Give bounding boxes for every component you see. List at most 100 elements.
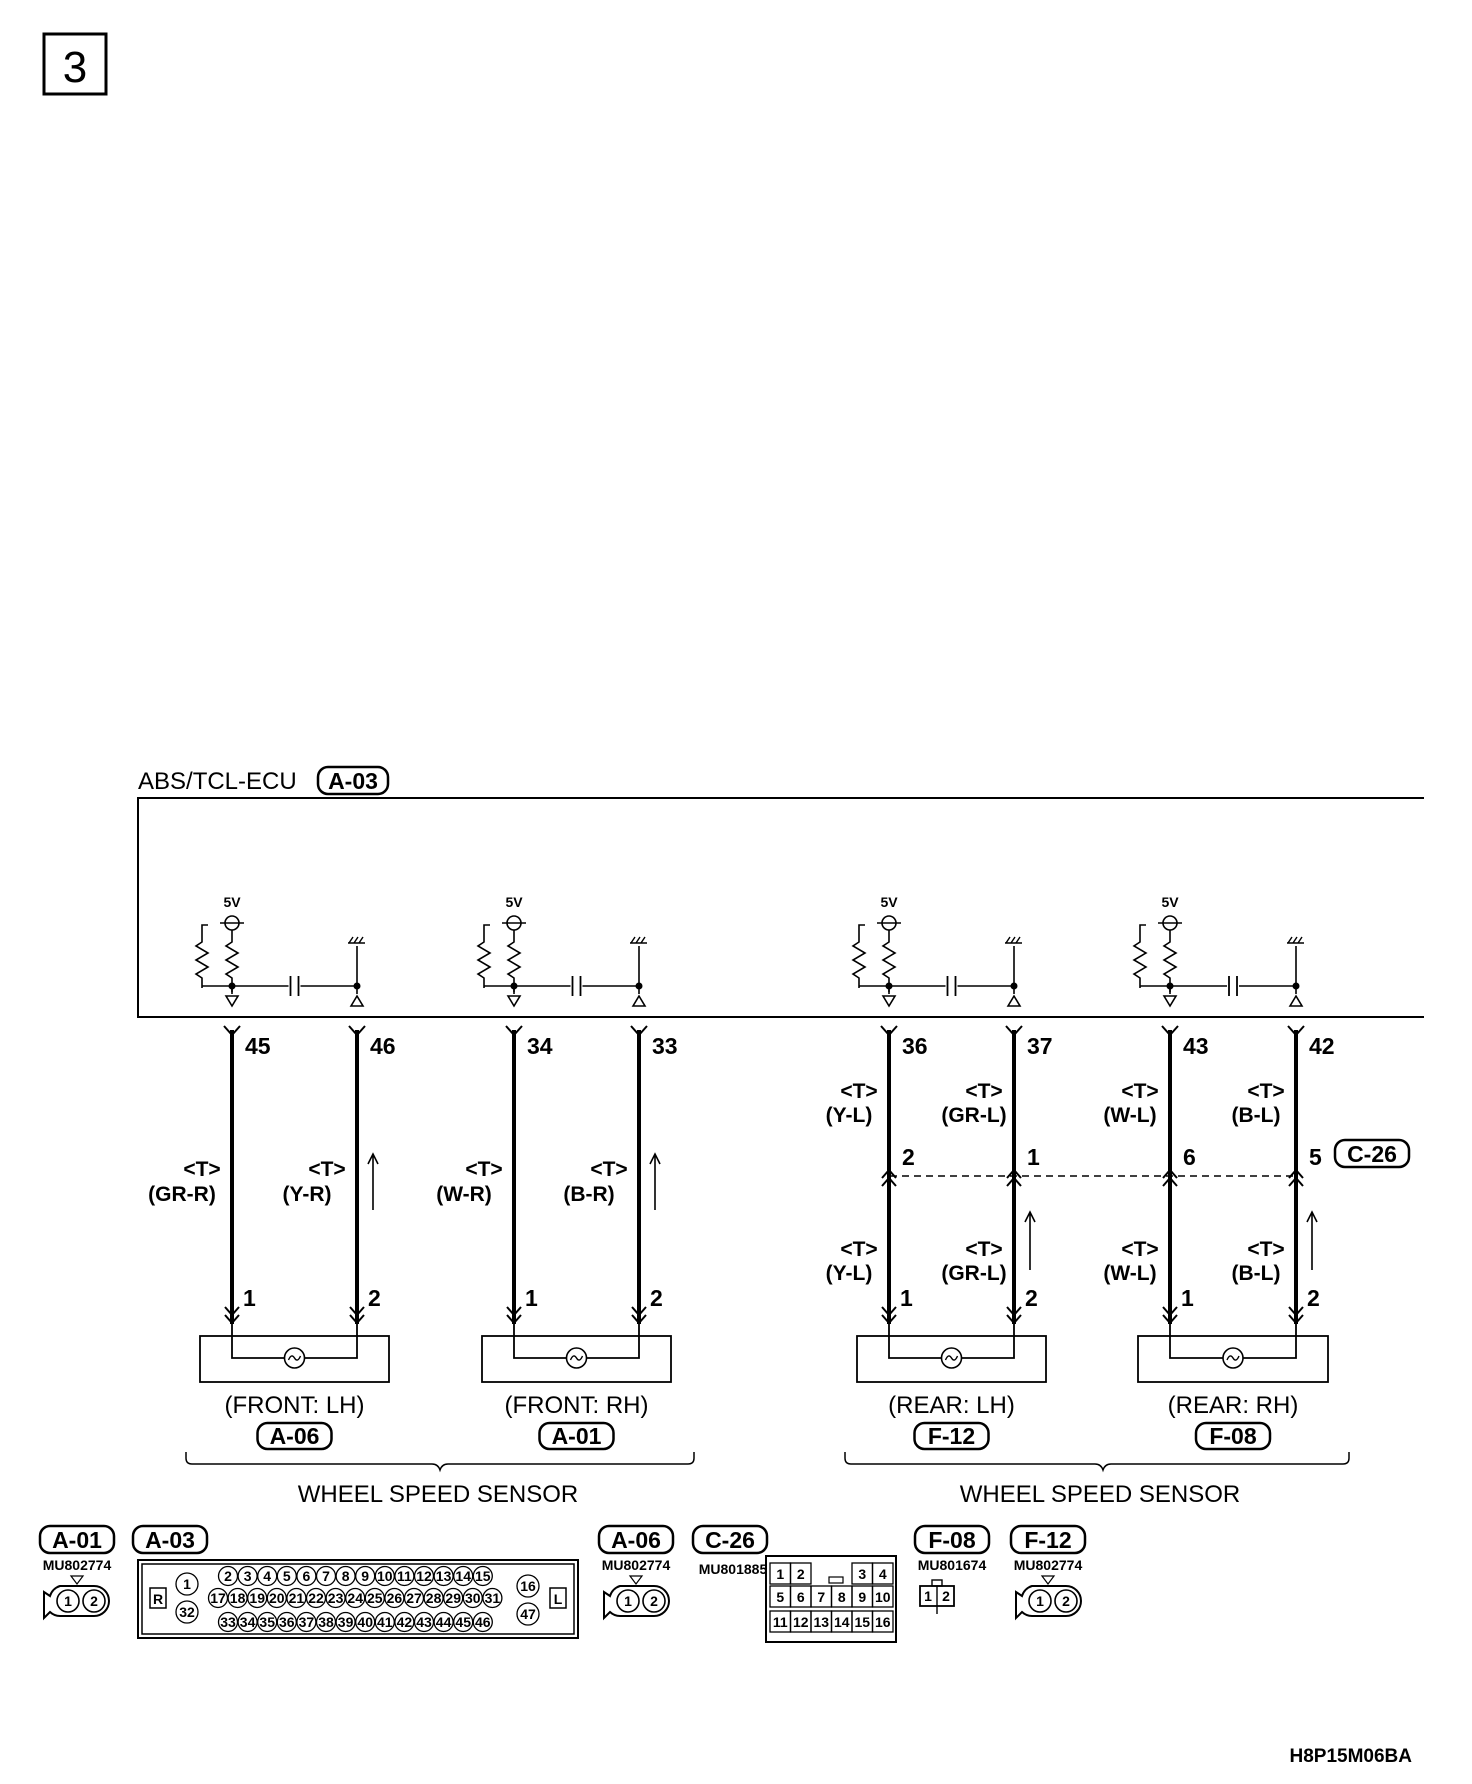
pin-number: 8: [342, 1568, 350, 1584]
wire-color-label: (GR-L): [941, 1104, 1006, 1127]
pin-number: 16: [875, 1614, 891, 1630]
pin-number: 41: [377, 1614, 393, 1630]
pin-number: 47: [520, 1606, 536, 1622]
wire-t-label: <T>: [590, 1158, 627, 1181]
pin-number: 12: [793, 1614, 809, 1630]
svg-text:A-03: A-03: [145, 1527, 195, 1553]
pin-number: 17: [210, 1590, 226, 1606]
svg-text:2: 2: [942, 1588, 950, 1604]
pin-number: 6: [797, 1589, 805, 1605]
wire-color-label: (W-R): [436, 1183, 492, 1206]
wire-t-label: <T>: [308, 1158, 345, 1181]
pin-cavity: [482, 1587, 503, 1609]
svg-text:C-26: C-26: [705, 1527, 755, 1553]
page-number: 3: [63, 43, 87, 92]
page-number-box: [42, 32, 108, 96]
wire-t-label: <T>: [840, 1080, 877, 1103]
pin-number: 15: [475, 1568, 491, 1584]
wire-color-label: (B-R): [563, 1183, 614, 1206]
svg-text:1: 1: [1036, 1593, 1044, 1609]
ecu-pin-label: 46: [370, 1033, 396, 1059]
svg-text:A-06: A-06: [611, 1527, 661, 1553]
channel-4: 5V431422<T>(W-L)<T>(W-L)6<T>(B-L)<T>(B-L…: [1103, 894, 1335, 1451]
wire-t-label: <T>: [965, 1080, 1002, 1103]
wire-color-label: (W-L): [1103, 1262, 1156, 1285]
svg-text:1: 1: [924, 1588, 932, 1604]
supply-5v-label: 5V: [505, 894, 523, 910]
svg-text:2: 2: [650, 1593, 658, 1609]
sensor-pin-label: 1: [900, 1285, 913, 1311]
wire-color-label: (B-L): [1232, 1104, 1281, 1127]
supply-5v-label: 5V: [880, 894, 898, 910]
pin-cavity: [516, 1574, 540, 1598]
junction-pin-label: 1: [1027, 1144, 1040, 1170]
wheel-speed-sensor-box: [1137, 1335, 1329, 1383]
pin-number: 13: [436, 1568, 452, 1584]
pin-number: 26: [387, 1590, 403, 1606]
wire-t-label: <T>: [1121, 1080, 1158, 1103]
wire-color-label: (Y-R): [283, 1183, 332, 1206]
pin-number: 10: [377, 1568, 393, 1584]
ecu-pin-label: 36: [902, 1033, 928, 1059]
rear-sensor-group-label: WHEEL SPEED SENSOR: [960, 1481, 1241, 1508]
pin-number: 14: [834, 1614, 850, 1630]
ecu-label: ABS/TCL-ECU: [138, 768, 297, 795]
ecu-connector-label: A-03: [328, 768, 378, 794]
pin-number: 42: [397, 1614, 413, 1630]
ecu-pin-label: 37: [1027, 1033, 1053, 1059]
junction-pin-label: 2: [902, 1144, 915, 1170]
wire-t-label: <T>: [965, 1238, 1002, 1261]
pin-number: 11: [397, 1568, 412, 1584]
ecu-box: [137, 797, 1424, 1018]
pin-number: 19: [249, 1590, 265, 1606]
ecu-pin-label: 43: [1183, 1033, 1209, 1059]
svg-text:L: L: [554, 1591, 563, 1607]
sensor-pin-label: 2: [650, 1285, 663, 1311]
c26-junction-label: C-26: [1347, 1141, 1397, 1167]
pin-number: 6: [303, 1568, 311, 1584]
pin-number: 7: [322, 1568, 330, 1584]
pin-cavity: [516, 1602, 540, 1626]
wire-t-label: <T>: [1247, 1080, 1284, 1103]
pin-number: 29: [445, 1590, 461, 1606]
pin-number: 31: [485, 1590, 501, 1606]
ecu-pin-label: 33: [652, 1033, 678, 1059]
connector-view-a06: A-06 MU802774 1 2: [597, 1524, 675, 1621]
pin-number: 20: [269, 1590, 285, 1606]
pin-cavity: [871, 1585, 894, 1608]
pin-number: 14: [455, 1568, 471, 1584]
svg-text:MU802774: MU802774: [1014, 1557, 1083, 1573]
sensor-pin-label: 2: [368, 1285, 381, 1311]
pin-number: 11: [773, 1614, 788, 1630]
sensor-connector-label: F-08: [1209, 1423, 1257, 1449]
connector-view-f12: F-12 MU802774 1 2: [1009, 1524, 1087, 1621]
pin-number: 25: [367, 1590, 383, 1606]
channel-3: 5V361372<T>(Y-L)<T>(Y-L)2<T>(GR-L)<T>(GR…: [826, 894, 1053, 1451]
svg-text:2: 2: [90, 1593, 98, 1609]
pin-number: 36: [279, 1614, 295, 1630]
sensor-connector-label: A-06: [270, 1423, 320, 1449]
svg-text:MU801674: MU801674: [918, 1557, 987, 1573]
pin-number: 39: [338, 1614, 354, 1630]
pin-number: 30: [465, 1590, 481, 1606]
wire-color-label: (Y-L): [826, 1104, 873, 1127]
pin-number: 27: [406, 1590, 422, 1606]
pin-cavity: [871, 1610, 894, 1633]
pin-number: 4: [263, 1568, 271, 1584]
svg-text:R: R: [153, 1591, 163, 1607]
pin-number: 7: [817, 1589, 825, 1605]
pin-cavity: [871, 1562, 894, 1585]
pin-number: 37: [299, 1614, 315, 1630]
pin-number: 34: [240, 1614, 256, 1630]
wire-color-label: (GR-R): [148, 1183, 216, 1206]
pin-number: 44: [436, 1614, 452, 1630]
pin-number: 13: [813, 1614, 829, 1630]
ecu-connector-badge: A-03: [316, 765, 390, 796]
pin-number: 3: [858, 1566, 866, 1582]
front-sensor-group-label: WHEEL SPEED SENSOR: [298, 1481, 579, 1508]
svg-text:F-12: F-12: [1024, 1527, 1071, 1553]
svg-text:1: 1: [624, 1593, 632, 1609]
ecu-pin-label: 45: [245, 1033, 271, 1059]
